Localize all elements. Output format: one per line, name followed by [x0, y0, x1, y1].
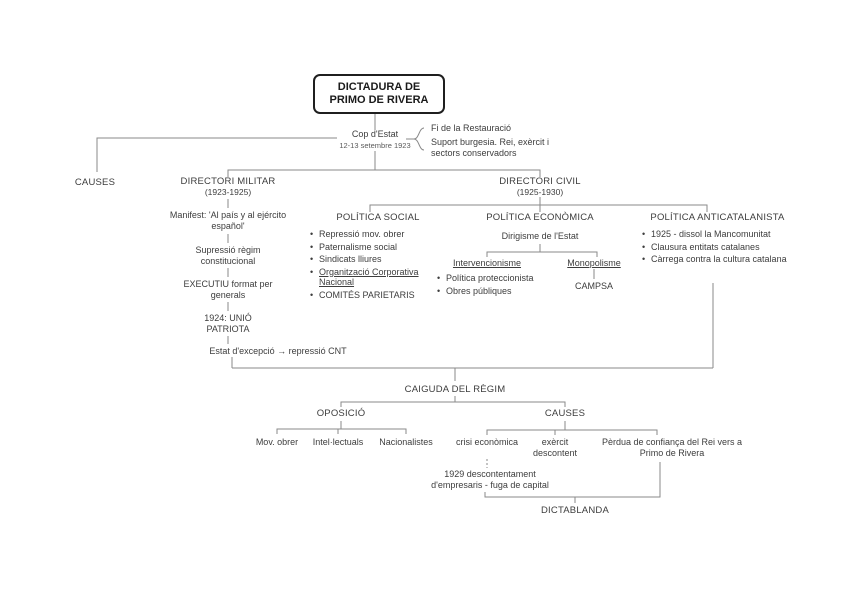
- directori-militar-years: (1923-1925): [204, 187, 252, 197]
- mov-obrer-node: Mov. obrer: [255, 437, 299, 447]
- directori-civil-years: (1925-1930): [516, 187, 564, 197]
- campsa-node: CAMPSA: [574, 281, 613, 291]
- list-item: Clausura entitats catalanes: [642, 242, 790, 253]
- supressio-node: Supressió règim constitucional: [195, 245, 261, 266]
- politica-anticatalanista-title: POLÍTICA ANTICATALANISTA: [650, 212, 785, 223]
- directori-civil-title: DIRECTORI CIVIL: [499, 176, 581, 187]
- crisi-economica-node: crisi econòmica: [455, 437, 519, 447]
- politica-social-title: POLÍTICA SOCIAL: [336, 212, 420, 223]
- politica-economica-title: POLÍTICA ECONÒMICA: [486, 212, 594, 223]
- monopolisme-node: Monopolisme: [567, 258, 621, 268]
- list-item: Sindicats lliures: [310, 254, 438, 265]
- perdua-confianca-node: Pèrdua de confiança del Rei vers a Primo…: [601, 437, 743, 458]
- title-box: DICTADURA DE PRIMO DE RIVERA: [313, 74, 445, 114]
- descontentament-1929-node: 1929 descontentament d'empresaris - fuga…: [431, 469, 549, 490]
- note-fi-restauracio: Fi de la Restauració: [431, 123, 512, 133]
- directori-militar-title: DIRECTORI MILITAR: [180, 176, 276, 187]
- estat-excepcio-node: Estat d'excepció → repressió CNT: [209, 346, 347, 356]
- nacionalistes-node: Nacionalistes: [379, 437, 433, 447]
- intervencionisme-node: Intervencionisme: [452, 258, 522, 268]
- causes-bottom-title: CAUSES: [544, 408, 586, 419]
- oposicio-title: OPOSICIÓ: [316, 408, 366, 419]
- list-item: 1925 - dissol la Mancomunitat: [642, 229, 790, 240]
- title-line-2: PRIMO DE RIVERA: [329, 94, 429, 106]
- caiguda-title: CAIGUDA DEL RÈGIM: [404, 384, 506, 395]
- cop-destat-date: 12-13 setembre 1923: [339, 141, 411, 150]
- directori-militar-node: DIRECTORI MILITAR (1923-1925): [158, 176, 298, 198]
- unio-patriota-node: 1924: UNIÓ PATRIOTA: [204, 313, 252, 334]
- list-item: COMITÉS PARIETARIS: [310, 290, 438, 301]
- dirigisme-node: Dirigisme de l'Estat: [501, 231, 579, 241]
- list-item: Repressió mov. obrer: [310, 229, 438, 240]
- politica-anticatalanista-list: 1925 - dissol la Mancomunitat Clausura e…: [642, 229, 790, 267]
- list-item: Obres públiques: [437, 286, 545, 297]
- executiu-node: EXECUTIU format per generals: [183, 279, 273, 300]
- note-suport-burgesia: Suport burgesia. Rei, exèrcit i sectors …: [431, 137, 550, 158]
- exercit-descontent-node: exèrcit descontent: [532, 437, 578, 458]
- causes-top-label: CAUSES: [74, 177, 116, 188]
- politica-social-list: Repressió mov. obrer Paternalisme social…: [310, 229, 438, 302]
- list-item: Càrrega contra la cultura catalana: [642, 254, 790, 265]
- cop-destat-label: Cop d'Estat: [351, 129, 399, 139]
- manifest-node: Manifest: 'Al país y al ejército español…: [169, 210, 287, 231]
- list-item: Paternalisme social: [310, 242, 438, 253]
- dictablanda-node: DICTABLANDA: [540, 505, 609, 516]
- list-item: Política proteccionista: [437, 273, 545, 284]
- title-line-1: DICTADURA DE: [337, 81, 421, 93]
- list-item: Organització Corporativa Nacional: [310, 267, 438, 288]
- intervencionisme-list: Política proteccionista Obres públiques: [437, 273, 545, 298]
- intellectuals-node: Intel·lectuals: [312, 437, 364, 447]
- directori-civil-node: DIRECTORI CIVIL (1925-1930): [470, 176, 610, 198]
